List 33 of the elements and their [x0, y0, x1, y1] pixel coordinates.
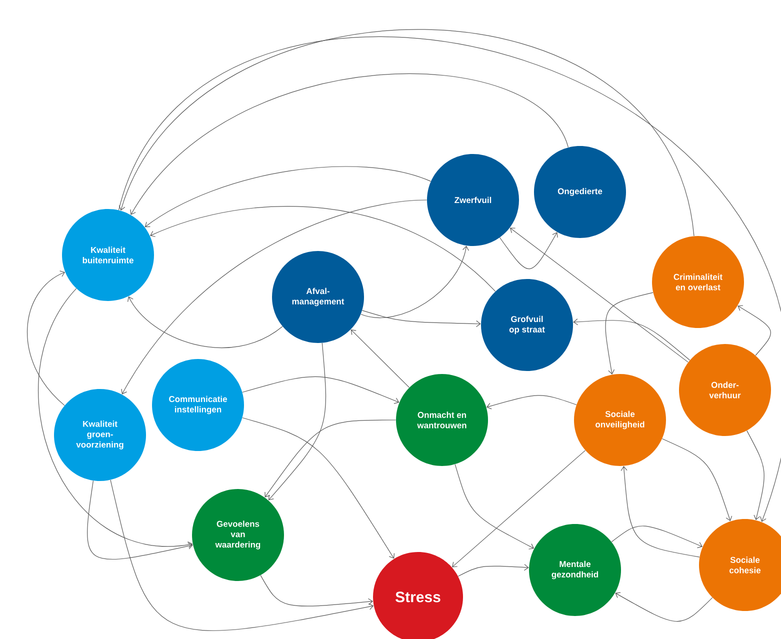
arrow — [264, 420, 396, 498]
arrow — [605, 292, 654, 374]
arrow — [268, 342, 326, 500]
arrow — [127, 296, 283, 348]
arrow — [38, 288, 193, 548]
arrow — [746, 430, 764, 520]
arrow — [620, 466, 700, 558]
arrow — [611, 526, 703, 548]
arrow — [510, 228, 688, 362]
arrow — [121, 200, 428, 394]
arrow — [500, 232, 558, 270]
arrow — [452, 450, 586, 568]
arrow — [242, 417, 395, 559]
arrow — [130, 74, 569, 215]
arrow — [118, 36, 781, 522]
arrow — [360, 246, 470, 318]
arrow — [260, 575, 373, 606]
arrow — [350, 330, 410, 388]
arrow — [662, 438, 732, 522]
arrow — [150, 206, 496, 292]
arrow — [573, 318, 690, 360]
arrow — [144, 166, 432, 228]
arrow — [458, 564, 529, 577]
arrow — [615, 592, 713, 622]
arrow — [454, 464, 534, 550]
arrow — [738, 305, 771, 356]
arrow — [362, 310, 481, 328]
arrow — [27, 270, 66, 406]
arrow — [118, 29, 694, 236]
arrow — [242, 376, 400, 404]
arrow — [486, 395, 577, 410]
arrow — [110, 480, 374, 631]
arrow — [87, 480, 193, 560]
